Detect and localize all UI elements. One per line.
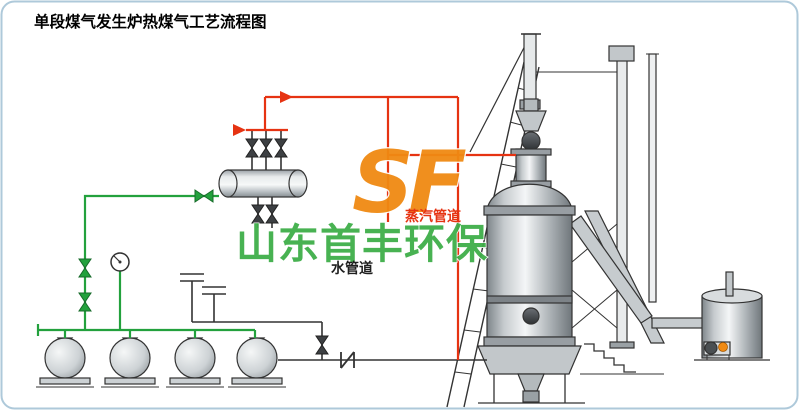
check-valve xyxy=(340,351,355,369)
watermark-company: 山东首丰环保 xyxy=(236,220,488,268)
small-pump xyxy=(703,341,731,360)
watermark-logo: SF xyxy=(352,133,466,233)
pump-motor-orange xyxy=(718,342,728,352)
steam-pipes xyxy=(233,91,516,360)
valve-drum-inlet xyxy=(194,189,214,203)
storage-drum xyxy=(218,169,308,198)
watermark: SF 山东首丰环保 xyxy=(235,132,488,269)
coal-feeder xyxy=(515,98,547,151)
manhole xyxy=(522,307,540,325)
gas-outlet-neck xyxy=(510,148,552,189)
flow-arrow-manifold xyxy=(233,124,246,136)
pressure-gauge xyxy=(110,252,130,272)
ash-pan xyxy=(477,345,585,404)
gasifier-shell xyxy=(483,183,576,347)
steps-grating xyxy=(580,343,664,375)
valve-drum-drain-2 xyxy=(265,204,279,224)
valve-bottom-line xyxy=(315,335,329,355)
valves xyxy=(78,138,355,369)
valve-drum-top-2 xyxy=(259,138,273,158)
page-title: 单段煤气发生炉热煤气工艺流程图 xyxy=(34,12,267,31)
water-pipes xyxy=(36,194,257,338)
valve-drum-top-1 xyxy=(245,138,259,158)
valve-water-riser-1 xyxy=(78,258,92,278)
valve-water-riser-2 xyxy=(78,292,92,312)
water-seal-tank xyxy=(694,271,770,361)
standpipe xyxy=(646,53,659,303)
tank-feed-pipe xyxy=(651,317,705,329)
valve-drum-drain-1 xyxy=(251,204,265,224)
steam-pipe-label: 蒸汽管道 xyxy=(405,208,461,225)
valve-drum-top-3 xyxy=(274,138,288,158)
pump-4 xyxy=(228,337,286,388)
downcomer-pipe xyxy=(569,215,653,324)
pump-1 xyxy=(36,337,94,388)
water-pipe-label: 水管道 xyxy=(331,260,373,277)
flow-arrow-top xyxy=(280,91,293,103)
gas-generator xyxy=(446,33,705,408)
pump-2 xyxy=(101,337,159,388)
water-seal-1 xyxy=(180,273,204,322)
water-seal-2 xyxy=(202,286,226,322)
